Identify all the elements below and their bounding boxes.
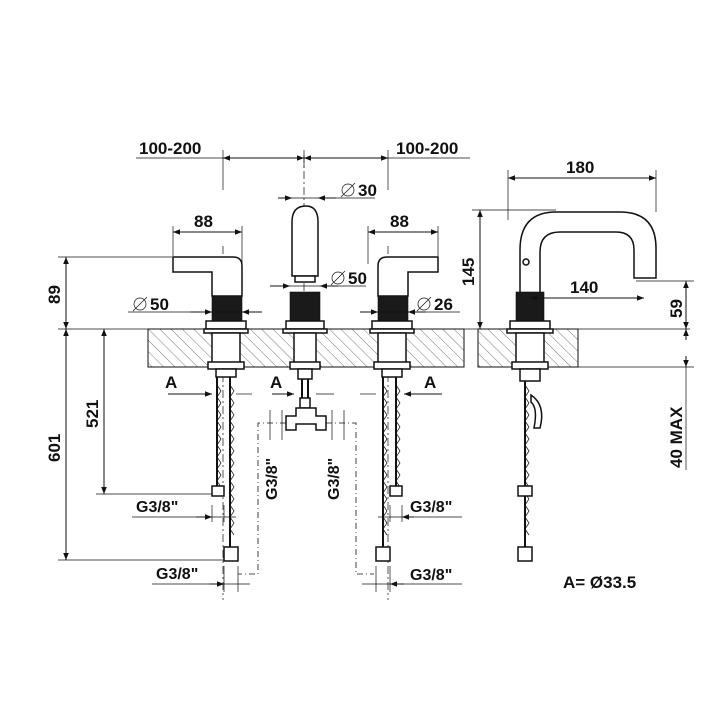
- spacing-right-label: 100-200: [396, 139, 458, 158]
- dim-handle-right-width: 88: [367, 212, 439, 264]
- deck-thickness-label: 40 MAX: [667, 406, 686, 468]
- fitting-inner-right: G3/8": [378, 499, 462, 522]
- svg-text:G3/8": G3/8": [326, 458, 343, 500]
- dim-depth-inner: 521: [83, 329, 212, 495]
- handle-right-base-label: 26: [434, 295, 453, 314]
- fitting-inner-left: G3/8": [132, 499, 236, 522]
- spacing-left-label: 100-200: [139, 139, 201, 158]
- dim-spout-diameter-base: 50: [270, 269, 367, 289]
- height-above-deck-label: 89: [45, 285, 64, 304]
- reach-label: 180: [566, 158, 594, 177]
- left-handle: [172, 246, 249, 600]
- handle-left-width-label: 88: [194, 212, 213, 231]
- tee-outlet-right: G3/8": [326, 410, 345, 500]
- tee-outlet-left: G3/8": [264, 410, 283, 500]
- svg-text:G3/8": G3/8": [136, 499, 178, 516]
- dim-spout-offset: 140: [530, 278, 644, 301]
- side-view-faucet: [506, 211, 657, 562]
- dim-deck-thickness: 40 MAX: [578, 329, 694, 470]
- svg-text:G3/8": G3/8": [264, 458, 281, 500]
- dim-reach: 180: [507, 158, 657, 220]
- dim-spacing-left: 100-200: [136, 139, 305, 190]
- section-note: A= Ø33.5: [563, 573, 636, 592]
- svg-text:A: A: [424, 373, 436, 392]
- outlet-height-label: 59: [667, 299, 686, 318]
- dim-handle-left-width: 88: [172, 212, 243, 264]
- spout-diameter-base-label: 50: [348, 269, 367, 288]
- fitting-outer-left: G3/8": [152, 566, 250, 592]
- section-marker-right: A: [360, 373, 442, 397]
- tee-connection-lines: [238, 422, 374, 575]
- dim-spacing-right: 100-200: [304, 139, 470, 190]
- dim-spout-diameter-top: 30: [278, 181, 377, 201]
- dim-handle-right-base: 26: [360, 295, 460, 315]
- svg-text:G3/8": G3/8": [410, 567, 452, 584]
- handle-left-base-label: 50: [150, 295, 169, 314]
- spout-diameter-top-label: 30: [358, 181, 377, 200]
- right-handle: [369, 246, 439, 600]
- dim-height-above-deck: 89: [45, 256, 172, 329]
- handle-right-width-label: 88: [390, 212, 409, 231]
- svg-text:A: A: [165, 373, 177, 392]
- section-marker-left: A: [165, 373, 252, 397]
- section-marker-center: A: [270, 373, 334, 397]
- dim-depth-outer: 601: [45, 329, 224, 561]
- dim-handle-left-base: 50: [128, 295, 262, 315]
- svg-text:A: A: [270, 373, 282, 392]
- svg-text:G3/8": G3/8": [156, 566, 198, 583]
- spout-offset-label: 140: [570, 278, 598, 297]
- depth-outer-label: 601: [45, 434, 64, 462]
- svg-text:G3/8": G3/8": [410, 499, 452, 516]
- dim-outlet-height: 59: [636, 280, 694, 329]
- dim-height: 145: [459, 209, 556, 329]
- fitting-outer-right: G3/8": [362, 566, 462, 592]
- depth-inner-label: 521: [83, 400, 102, 428]
- height-label: 145: [459, 258, 478, 286]
- center-spout: [282, 155, 328, 431]
